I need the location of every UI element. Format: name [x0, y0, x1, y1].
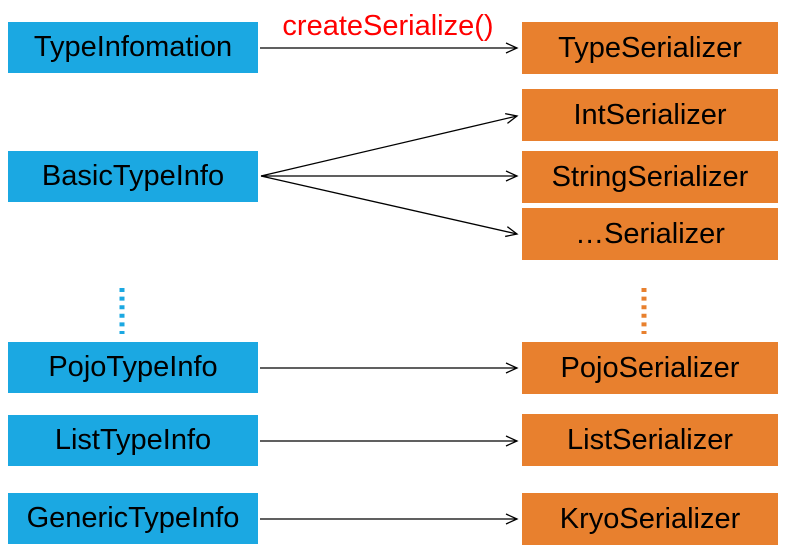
node-ellipsis-serializer: …Serializer [522, 208, 778, 260]
node-pojotypeinfo: PojoTypeInfo [8, 342, 258, 393]
node-generictypeinfo: GenericTypeInfo [8, 493, 258, 544]
node-stringserializer: StringSerializer [522, 151, 778, 203]
node-listtypeinfo: ListTypeInfo [8, 415, 258, 466]
node-basictypeinfo: BasicTypeInfo [8, 151, 258, 202]
node-typeinfomation: TypeInfomation [8, 22, 258, 73]
node-typeserializer: TypeSerializer [522, 22, 778, 74]
node-kryoserializer: KryoSerializer [522, 493, 778, 545]
node-listserializer: ListSerializer [522, 414, 778, 466]
create-serialize-label: createSerialize() [282, 10, 494, 42]
arrow-basictypeinfo-intserializer [260, 113, 519, 177]
node-pojoserializer: PojoSerializer [522, 342, 778, 394]
arrow-basictypeinfo-ellipsis-serializer [260, 175, 519, 238]
node-intserializer: IntSerializer [522, 89, 778, 141]
